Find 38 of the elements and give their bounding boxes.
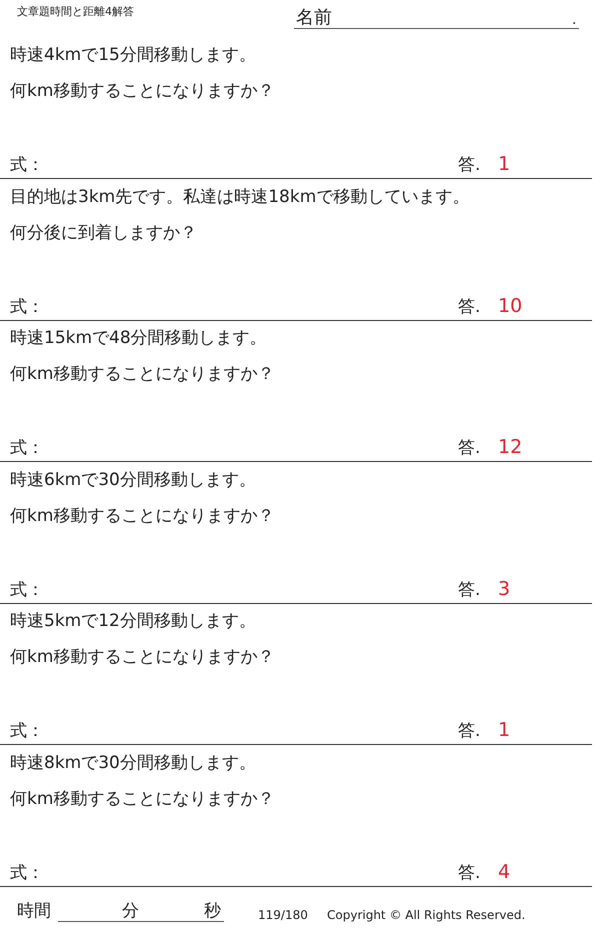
answer-label: 答. [458,864,480,882]
formula-label: 式： [10,723,44,740]
answer-value: 10 [498,296,522,316]
answer-label: 答. [458,440,480,457]
question-text: 何km移動することになりますか？ [10,83,274,100]
formula-label: 式： [10,157,44,174]
answer-label: 答. [458,298,480,316]
question-text: 何分後に到着しますか？ [10,224,197,242]
question-text: 時速5kmで12分間移動します。 [10,613,256,630]
question-text: 時速4kmで15分間移動します。 [10,47,256,64]
answer-value: 4 [498,862,510,882]
question-text: 時速15kmで48分間移動します。 [10,330,267,347]
question-text: 時速6kmで30分間移動します。 [10,472,256,488]
formula-label: 式： [10,440,44,457]
question-text: 何km移動することになりますか？ [10,649,274,666]
answer-value: 1 [498,155,510,174]
formula-label: 式： [10,582,44,598]
question-text: 時速8kmで30分間移動します。 [10,754,256,772]
name-label: 名前 [296,9,332,27]
name-end-mark: . [572,13,576,27]
seconds-label: 秒 [204,903,221,920]
worksheet-title: 文章題時間と距離4解答 [17,6,134,17]
formula-label: 式： [10,864,44,882]
question-text: 何km移動することになりますか？ [10,790,274,808]
answer-label: 答. [458,723,480,740]
question-text: 何km移動することになりますか？ [10,508,274,524]
answer-value: 1 [498,721,510,740]
question-text: 目的地は3km先です。私達は時速18kmで移動しています。 [10,188,470,206]
answer-value: 12 [498,438,522,457]
question-text: 何km移動することになりますか？ [10,366,274,383]
formula-label: 式： [10,298,44,316]
answer-label: 答. [458,582,480,598]
answer-value: 3 [498,580,510,598]
time-label: 時間 [17,903,51,920]
page-number: 119/180 [258,909,308,921]
answer-label: 答. [458,157,480,174]
minutes-label: 分 [122,903,139,920]
copyright-text: Copyright © All Rights Reserved. [327,909,526,921]
